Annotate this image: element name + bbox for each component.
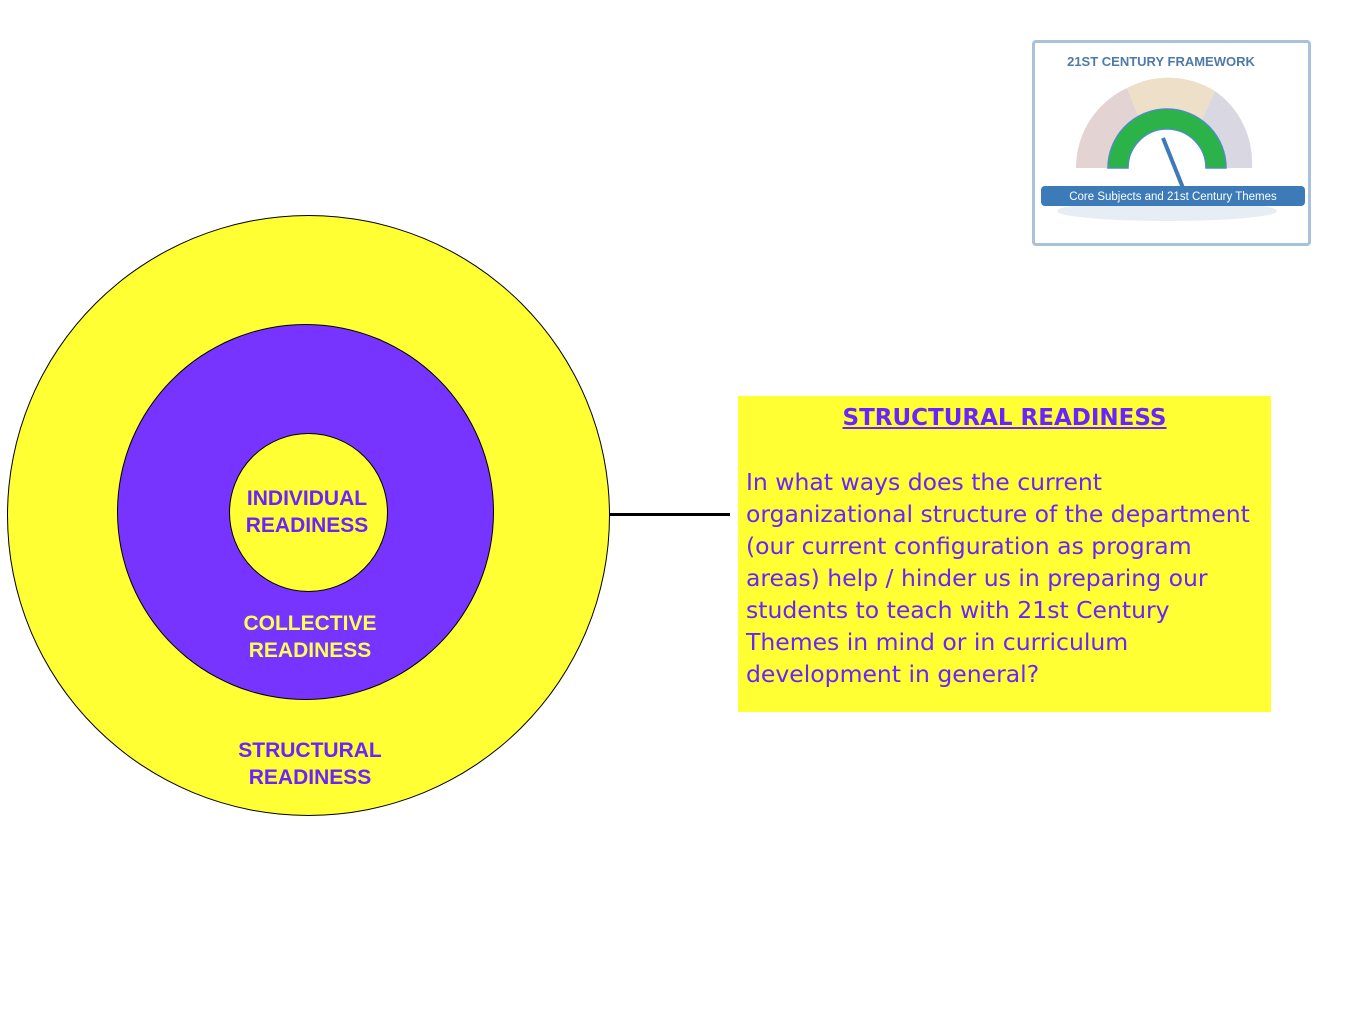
logo-banner [1041, 186, 1305, 206]
structural-readiness-info-box: STRUCTURAL READINESS In what ways does t… [738, 396, 1271, 712]
info-box-title: STRUCTURAL READINESS [842, 405, 1167, 431]
individual-readiness-label: INDIVIDUAL READINESS [245, 487, 369, 537]
connector-line [610, 513, 730, 516]
structural-readiness-label: STRUCTURAL READINESS [238, 739, 382, 789]
framework-logo-graphic: 21ST CENTURY FRAMEWORK Core Subjects and… [1041, 54, 1305, 221]
info-box-body: In what ways does the current organizati… [746, 468, 1250, 688]
framework-logo: 21ST CENTURY FRAMEWORK Core Subjects and… [1032, 40, 1311, 246]
individual-readiness-ring [229, 433, 388, 592]
logo-gauge-needle [1161, 137, 1185, 189]
logo-gauge-arc [1107, 108, 1227, 169]
logo-banner-text: Core Subjects and 21st Century Themes [1069, 191, 1277, 203]
logo-title: 21ST CENTURY FRAMEWORK [1067, 54, 1255, 69]
collective-readiness-label: COLLECTIVE READINESS [243, 612, 377, 662]
